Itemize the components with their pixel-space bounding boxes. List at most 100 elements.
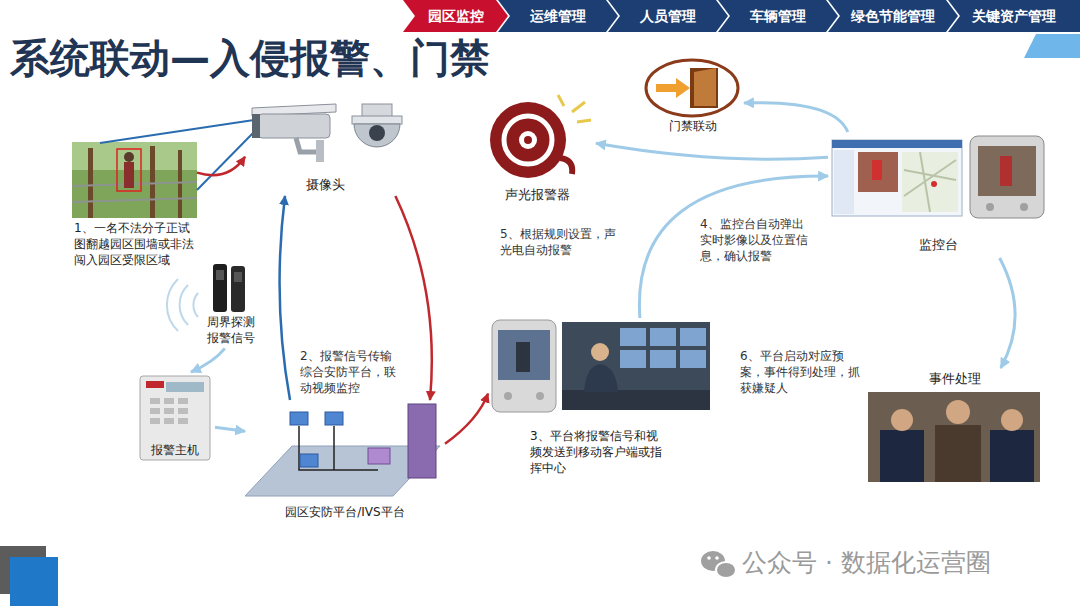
alarm-host-device [164, 408, 174, 414]
tab-label: 人员管理 [640, 9, 696, 23]
alarm-host-device [178, 418, 188, 424]
flow-arrow [596, 143, 828, 159]
nav-tab: 运维管理 [498, 0, 618, 32]
intrusion-photo [72, 198, 197, 202]
camera-group: 摄像头 [245, 98, 405, 196]
camera-icons [316, 140, 324, 162]
caption: 1、一名不法分子正试图翻越园区围墙或非法闯入园区受限区域 [74, 220, 195, 269]
event-handling: 事件处理 [862, 368, 1047, 486]
nav-tab-active: 园区监控 [403, 0, 508, 32]
title-box: 系统联动—入侵报警、门禁 [10, 34, 490, 82]
alarm-host-device [150, 398, 160, 404]
caption: 摄像头 [247, 176, 403, 194]
siren-icon [572, 102, 585, 112]
signal-waves [167, 279, 198, 331]
nav-stripe [1024, 34, 1080, 58]
alarm-host-device [164, 418, 174, 424]
camera-icons [258, 114, 330, 138]
client-center-photo [620, 350, 646, 368]
tab-label: 绿色节能管理 [851, 9, 935, 23]
tab-label: 车辆管理 [750, 9, 806, 23]
platform-network [245, 404, 440, 496]
arrest-photo [1001, 409, 1023, 431]
flow-arrow [395, 196, 431, 400]
door-icon [656, 78, 690, 98]
console-screens [904, 152, 956, 212]
step-note: 2、报警信号传输综合安防平台，联动视频监控 [300, 348, 402, 397]
door-icon [646, 60, 738, 116]
intrusion-photo [178, 150, 182, 218]
console-screens [832, 140, 962, 216]
console-screens [978, 146, 1036, 196]
flow-arrow [1000, 258, 1015, 368]
siren-icon [519, 131, 537, 149]
client-center-photo [584, 364, 618, 392]
intrusion-photo [72, 142, 197, 218]
client-center: 3、平台将报警信号和视频发送到移动客户端或指挥中心 [488, 318, 713, 486]
intrusion-photo [72, 142, 197, 218]
flow-arrow [280, 196, 290, 400]
platform-network [299, 426, 378, 470]
caption: 3、平台将报警信号和视频发送到移动客户端或指挥中心 [530, 428, 665, 477]
console-screens [986, 203, 994, 211]
tab-label: 关键资产管理 [972, 9, 1056, 23]
console-screens [1000, 156, 1012, 186]
nav-tab: 关键资产管理 [948, 0, 1080, 32]
label-box: 2、报警信号传输综合安防平台，联动视频监控 [300, 348, 402, 397]
caption: 周界探测报警信号 [202, 314, 260, 346]
intrusion-photo [150, 146, 155, 218]
client-center-photo [620, 328, 646, 346]
client-center-photo [492, 320, 556, 412]
signal-waves [167, 279, 178, 331]
flow-arrow [215, 427, 245, 431]
client-center-photo [498, 330, 550, 380]
nav-tab: 车辆管理 [718, 0, 838, 32]
siren-icon [558, 95, 564, 106]
camera-view-lines [100, 120, 254, 190]
intrusion-photo [88, 148, 93, 218]
caption: 报警主机 [137, 442, 213, 458]
sensor-icon [234, 272, 242, 282]
siren-icon [490, 102, 566, 178]
platform-network [408, 404, 436, 478]
alarm-host-device [150, 418, 160, 424]
flow-arrow [191, 348, 225, 372]
platform-network [300, 454, 318, 467]
label-box: 6、平台启动对应预案，事件得到处理，抓获嫌疑人 [740, 348, 864, 397]
sensor-icon [213, 264, 245, 312]
security-platform: 园区安防平台/IVS平台 [245, 400, 445, 525]
nav-tab: 绿色节能管理 [828, 0, 958, 32]
camera-icons [252, 114, 260, 138]
nav-tab: 人员管理 [608, 0, 728, 32]
console-screens [931, 181, 937, 187]
door-access-group: 门禁联动 [642, 52, 744, 137]
caption: 园区安防平台/IVS平台 [247, 504, 443, 520]
perimeter-sensor: 周界探测报警信号 [200, 258, 262, 348]
camera-view-lines [197, 132, 254, 190]
client-center-photo [492, 320, 710, 412]
siren-icon [560, 158, 572, 174]
client-center-photo [504, 392, 512, 400]
caption: 门禁联动 [644, 118, 742, 134]
alarm-host: 报警主机 [135, 372, 215, 464]
siren-icon [524, 136, 532, 144]
label-box: 5、根据规则设置，声光电自动报警 [500, 226, 618, 258]
caption: 声光报警器 [480, 186, 594, 204]
label-box: 4、监控台自动弹出实时影像以及位置信息，确认报警 [700, 216, 810, 265]
console-screens [872, 160, 882, 180]
client-center-photo [516, 342, 530, 372]
arrest-photo [868, 392, 1040, 482]
signal-waves [193, 293, 198, 317]
page-title: 系统联动—入侵报警、门禁 [10, 34, 490, 82]
step-note: 5、根据规则设置，声光电自动报警 [500, 226, 618, 258]
alarm-host-device [164, 398, 174, 404]
step-note: 4、监控台自动弹出实时影像以及位置信息，确认报警 [700, 216, 810, 265]
platform-network [368, 448, 390, 464]
camera-icons [354, 124, 400, 147]
alarm-host-device [178, 398, 188, 404]
tab-label: 园区监控 [428, 9, 484, 23]
door-icon [694, 68, 716, 106]
arrest-photo [868, 392, 1040, 482]
